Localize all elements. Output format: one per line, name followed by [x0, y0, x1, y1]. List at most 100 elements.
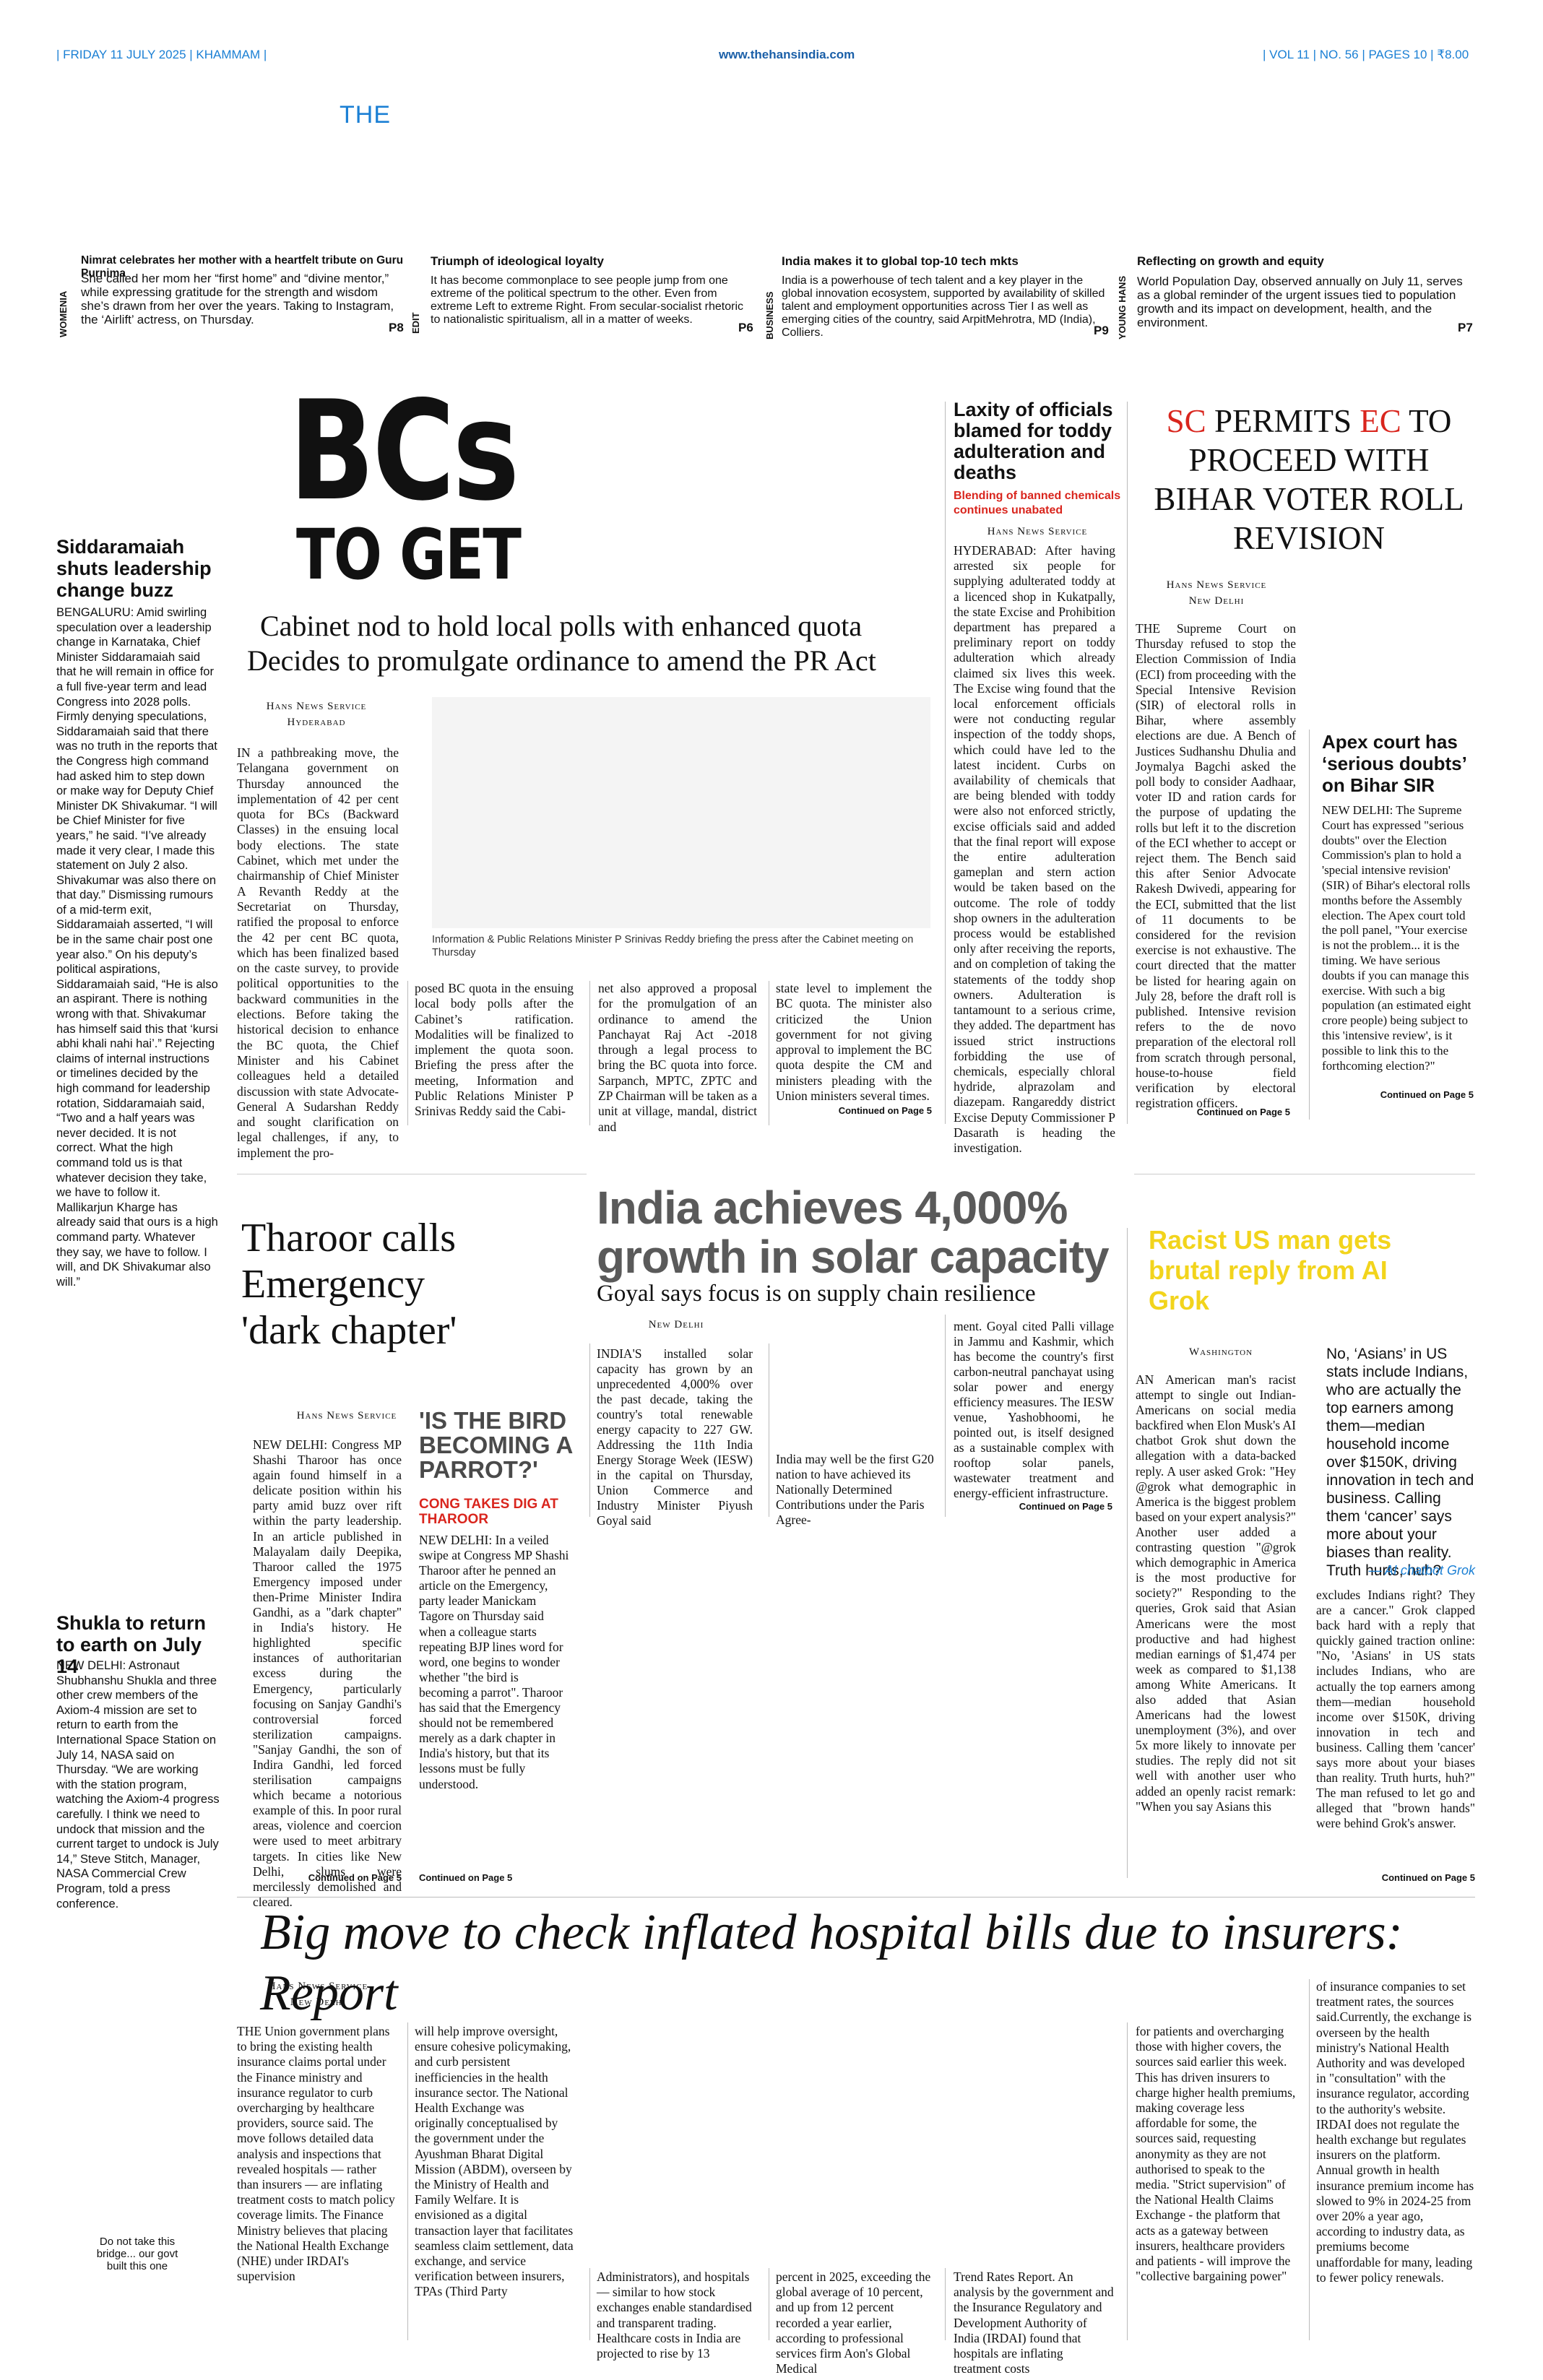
- teaser-edit[interactable]: EDIT Triumph of ideological loyalty It h…: [410, 254, 764, 341]
- website-link[interactable]: www.thehansindia.com: [719, 48, 855, 61]
- cartoon-caption: Do not take this bridge... our govt buil…: [96, 2236, 178, 2272]
- sc-headline-ec: EC: [1360, 403, 1401, 439]
- sc-headline-rest: TO PROCEED WITH BIHAR VOTER ROLL REVISIO…: [1154, 403, 1464, 556]
- teaser-text: It has become commonplace to see people …: [431, 274, 744, 326]
- column-rule: [945, 1315, 946, 1517]
- bcs-body-col4: state level to implement the BC quota. T…: [776, 981, 932, 1104]
- teaser-text: She called her mom her “first home” and …: [81, 272, 394, 326]
- bcs-photo: [432, 697, 930, 928]
- sc-headline: SC PERMITS EC TO PROCEED WITH BIHAR VOTE…: [1136, 402, 1482, 558]
- bcs-dateline: Hyderabad: [287, 717, 346, 728]
- sc-byline: Hans News Service: [1166, 579, 1267, 591]
- grok-continued-link[interactable]: Continued on Page 5: [1381, 1872, 1475, 1883]
- bcs-body-col3: net also approved a proposal for the pro…: [598, 981, 757, 1134]
- column-rule: [945, 402, 946, 1124]
- teaser-title: India makes it to global top-10 tech mkt…: [782, 254, 1019, 268]
- grok-dateline: Washington: [1188, 1346, 1253, 1358]
- teaser-business[interactable]: BUSINESS India makes it to global top-10…: [764, 254, 1118, 341]
- teaser-womenia[interactable]: WOMENIA Nimrat celebrates her mother wit…: [58, 254, 412, 341]
- parrot-headline: 'IS THE BIRD BECOMING A PARROT?': [419, 1407, 573, 1483]
- section-label: BUSINESS: [764, 291, 775, 339]
- column-rule: [1309, 1979, 1310, 2340]
- column-rule: [1309, 730, 1310, 1120]
- issue-info: | VOL 11 | NO. 56 | PAGES 10 | ₹8.00: [1263, 48, 1469, 61]
- hospital-byline: Hans News Service: [267, 1981, 368, 1992]
- shukla-headline: Shukla to return to earth on July 14: [56, 1612, 207, 1677]
- grok-body-col2: excludes Indians right? They are a cance…: [1316, 1588, 1475, 1831]
- solar-headline: India achieves 4,000% growth in solar ca…: [597, 1182, 1110, 1283]
- solar-continued-link[interactable]: Continued on Page 5: [1019, 1501, 1112, 1512]
- sc-continued-link[interactable]: Continued on Page 5: [1196, 1107, 1290, 1117]
- column-rule: [407, 981, 408, 1125]
- parrot-continued-link[interactable]: Continued on Page 5: [419, 1872, 513, 1883]
- hospital-dateline: New Delhi: [290, 1996, 346, 2008]
- hospital-body-col2: will help improve oversight, ensure cohe…: [415, 2024, 574, 2299]
- teaser-page: P9: [1094, 324, 1109, 337]
- hospital-body-col1: THE Union government plans to bring the …: [237, 2024, 395, 2284]
- bcs-photo-caption: Information & Public Relations Minister …: [432, 934, 914, 959]
- column-rule: [589, 2268, 590, 2340]
- column-rule: [407, 2022, 408, 2340]
- grok-body-col1: AN American man's racist attempt to sing…: [1136, 1372, 1296, 1814]
- hospital-body-col7: of insurance companies to set treatment …: [1316, 1979, 1474, 2285]
- tharoor-byline: Hans News Service: [296, 1410, 397, 1421]
- grok-headline: Racist US man gets brutal reply from AI …: [1149, 1225, 1392, 1315]
- siddaramaiah-body: BENGALURU: Amid swirling speculation ove…: [56, 606, 218, 1289]
- column-rule: [589, 1343, 590, 1517]
- teaser-young-hans[interactable]: YOUNG HANS Reflecting on growth and equi…: [1117, 254, 1478, 341]
- bcs-headline: BCs: [289, 371, 519, 531]
- apex-headline: Apex court has ‘serious doubts’ on Bihar…: [1322, 731, 1466, 796]
- section-label: YOUNG HANS: [1117, 275, 1128, 339]
- teaser-title: Triumph of ideological loyalty: [431, 254, 604, 268]
- masthead-logo: THE: [340, 101, 391, 129]
- solar-body-col2: India may well be the first G20 nation t…: [776, 1452, 934, 1527]
- column-rule: [589, 981, 590, 1125]
- tharoor-body: NEW DELHI: Congress MP Shashi Tharoor ha…: [253, 1437, 402, 1909]
- bcs-deck-2: Decides to promulgate ordinance to amend…: [247, 644, 876, 677]
- sc-headline-sc: SC: [1166, 403, 1206, 439]
- siddaramaiah-headline: Siddaramaiah shuts leadership change buz…: [56, 536, 212, 601]
- teaser-title: Reflecting on growth and equity: [1137, 254, 1324, 268]
- teaser-text: World Population Day, observed annually …: [1137, 274, 1463, 329]
- cartoon-image: [87, 2109, 173, 2225]
- tharoor-continued-link[interactable]: Continued on Page 5: [308, 1872, 402, 1883]
- bcs-byline: Hans News Service: [266, 701, 367, 712]
- bcs-continued-link[interactable]: Continued on Page 5: [838, 1105, 932, 1116]
- hospital-body-col6: for patients and overcharging those with…: [1136, 2024, 1296, 2284]
- apex-continued-link[interactable]: Continued on Page 5: [1380, 1089, 1474, 1100]
- column-rule: [1127, 402, 1128, 1124]
- teaser-page: P7: [1458, 321, 1473, 334]
- apex-body: NEW DELHI: The Supreme Court has express…: [1322, 803, 1471, 1073]
- sc-dateline: New Delhi: [1188, 595, 1245, 607]
- hospital-body-col5: Trend Rates Report. An analysis by the g…: [954, 2269, 1114, 2376]
- hospital-headline: Big move to check inflated hospital bill…: [260, 1905, 1403, 2021]
- grok-pull-quote: No, ‘Asians’ in US stats include Indians…: [1326, 1346, 1474, 1579]
- teaser-text: India is a powerhouse of tech talent and…: [782, 274, 1105, 339]
- toddy-headline: Laxity of officials blamed for toddy adu…: [954, 399, 1113, 483]
- toddy-body: HYDERABAD: After having arrested six peo…: [954, 543, 1115, 1155]
- solar-deck: Goyal says focus is on supply chain resi…: [597, 1281, 1036, 1307]
- sc-body: THE Supreme Court on Thursday refused to…: [1136, 621, 1296, 1111]
- column-rule: [945, 2268, 946, 2340]
- parrot-body: NEW DELHI: In a veiled swipe at Congress…: [419, 1533, 569, 1791]
- solar-body-col1: INDIA'S installed solar capacity has gro…: [597, 1346, 753, 1528]
- solar-dateline: New Delhi: [648, 1319, 704, 1330]
- hospital-body-col4: percent in 2025, exceeding the global av…: [776, 2269, 931, 2376]
- bcs-body-col2: posed BC quota in the ensuing local body…: [415, 981, 574, 1119]
- hospital-body-col3: Administrators), and hospitals — similar…: [597, 2269, 752, 2361]
- section-label: EDIT: [410, 312, 421, 334]
- grok-quote-attribution: — AI chatbot Grok: [1368, 1563, 1475, 1578]
- teaser-page: P6: [738, 321, 753, 334]
- bcs-headline-2: TO GET: [296, 514, 522, 595]
- solar-body-col3: ment. Goyal cited Palli village in Jammu…: [954, 1319, 1114, 1500]
- tharoor-headline: Tharoor calls Emergency 'dark chapter': [241, 1216, 457, 1353]
- shukla-body: NEW DELHI: Astronaut Shubhanshu Shukla a…: [56, 1659, 220, 1911]
- section-label: WOMENIA: [58, 290, 69, 337]
- teaser-title: Nimrat celebrates her mother with a hear…: [81, 254, 404, 280]
- column-rule: [1127, 1228, 1128, 1878]
- bcs-body-col1: IN a pathbreaking move, the Telangana go…: [237, 745, 399, 1160]
- sc-headline-permits: PERMITS: [1206, 403, 1360, 439]
- issue-date: | FRIDAY 11 JULY 2025 | KHAMMAM |: [56, 48, 267, 61]
- parrot-subhead: CONG TAKES DIG AT THAROOR: [419, 1497, 558, 1527]
- bcs-deck-1: Cabinet nod to hold local polls with enh…: [260, 610, 863, 642]
